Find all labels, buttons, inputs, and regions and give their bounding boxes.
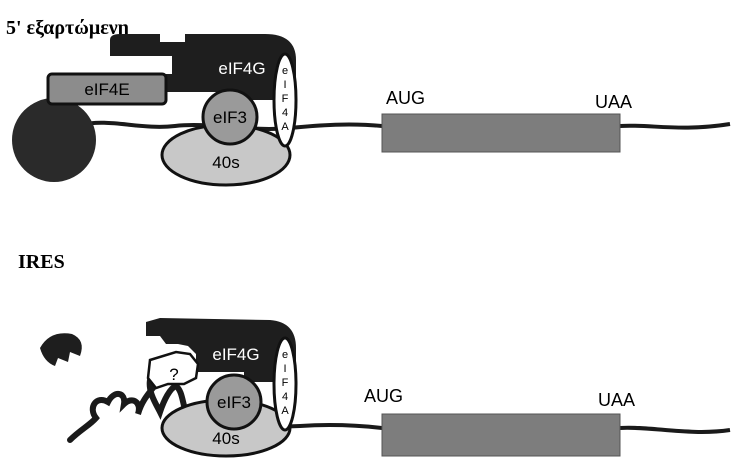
eif3-label: eIF3: [217, 393, 251, 412]
eif4a-protein: [272, 52, 298, 148]
eif3-protein: [205, 373, 263, 431]
panel-heading: 5' εξαρτώμενη: [6, 17, 129, 39]
eif4g-label: eIF4G: [218, 59, 265, 78]
svg-text:F: F: [282, 93, 289, 105]
svg-text:I: I: [283, 79, 286, 91]
unknown-factor: [146, 350, 200, 390]
eif4g-label: eIF4G: [212, 345, 259, 364]
svg-text:A: A: [281, 121, 289, 133]
start-codon-label: AUG: [386, 88, 425, 108]
svg-text:A: A: [281, 405, 289, 417]
eif4e-protein: [46, 72, 168, 106]
eif3-protein: [201, 88, 259, 146]
stop-codon-label: UAA: [598, 390, 635, 410]
svg-text:F: F: [282, 377, 289, 389]
svg-text:e: e: [282, 65, 288, 77]
eif4e-label: eIF4E: [84, 80, 129, 99]
eif4a-protein: [272, 336, 298, 432]
svg-text:e: e: [282, 349, 288, 361]
eif4g-fragment: [40, 333, 82, 366]
stop-codon-label: UAA: [595, 92, 632, 112]
svg-text:4: 4: [282, 391, 288, 403]
svg-text:I: I: [283, 363, 286, 375]
ires-structure: [67, 371, 193, 443]
start-codon-label: AUG: [364, 386, 403, 406]
coding-region: [381, 413, 621, 457]
ribosome-label: 40s: [212, 153, 239, 172]
eif4g-protein: [110, 34, 296, 100]
panel-heading: IRES: [18, 251, 65, 273]
coding-region: [381, 113, 621, 153]
eif3-label: eIF3: [213, 108, 247, 127]
eif4a-label: e I F 4 A: [281, 349, 289, 417]
eif4a-label: e I F 4 A: [281, 65, 289, 133]
svg-text:4: 4: [282, 107, 288, 119]
eif4g-protein: [146, 318, 296, 382]
ribosome-label: 40s: [212, 429, 239, 448]
panel-ires: IRES 40s eIF4G ? eIF3 e I F 4 A AUG UAA: [18, 251, 731, 458]
unknown-factor-label: ?: [169, 365, 178, 384]
cap-structure: [12, 98, 96, 182]
panel-cap-dependent: 5' εξαρτώμενη 40s eIF4G eIF4E eIF3 e I F…: [6, 17, 731, 187]
